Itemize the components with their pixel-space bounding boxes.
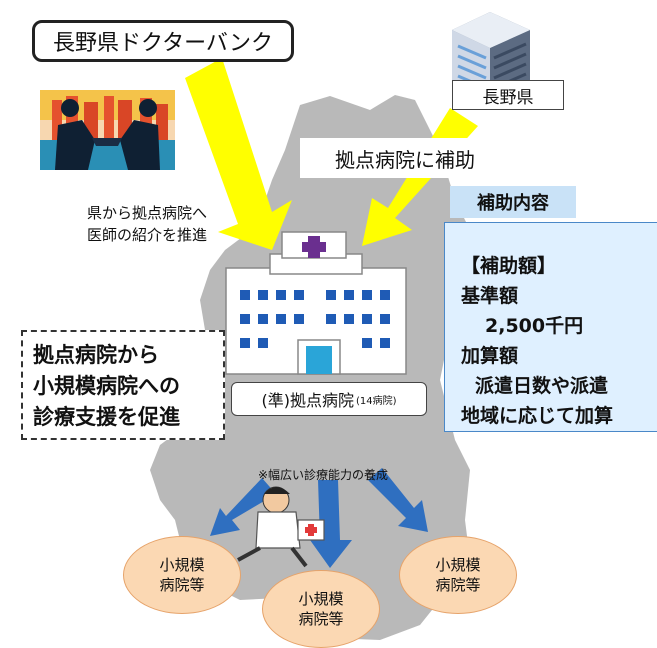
doctor-referral-text: 県から拠点病院へ 医師の紹介を推進 (62, 202, 232, 246)
subsidy-arrow-label: 拠点病院に補助 (300, 138, 510, 178)
small-hospital-right: 小規模 病院等 (399, 536, 517, 614)
training-note: ※幅広い診療能力の養成 (258, 468, 389, 482)
medical-support-promotion-box: 拠点病院から 小規模病院への 診療支援を促進 (21, 330, 225, 440)
arrow-to-small-hospital-right (368, 468, 428, 532)
subsidy-line-base-label: 基準額 (461, 285, 519, 307)
small-hospital-label-2: 病院等 (435, 576, 481, 594)
subsidy-content-panel: 【補助額】 基準額 2,500千円 加算額 派遣日数や派遣 地域に応じて加算 (444, 222, 657, 432)
subsidy-content-tab: 補助内容 (450, 186, 576, 218)
arrow-doctor-bank-to-hospital (185, 58, 292, 250)
promotion-line-2: 小規模病院への (33, 374, 180, 398)
promotion-line-1: 拠点病院から (33, 343, 159, 367)
small-hospital-label-1: 小規模 (435, 556, 481, 574)
subsidy-line-addition-detail-1: 派遣日数や派遣 (475, 375, 609, 397)
subsidy-line-heading: 【補助額】 (461, 255, 557, 277)
small-hospital-label-1: 小規模 (159, 556, 205, 574)
running-doctor-icon (237, 486, 325, 568)
small-hospital-center: 小規模 病院等 (262, 570, 380, 648)
hub-hospital-name: (準)拠点病院 (261, 391, 354, 410)
small-hospital-label-2: 病院等 (298, 610, 344, 628)
hub-hospital-label: (準)拠点病院 (14病院) (231, 382, 427, 416)
subsidy-line-addition-label: 加算額 (461, 345, 519, 367)
hub-hospital-count: (14病院) (355, 395, 397, 407)
arrow-to-small-hospital-left (210, 478, 276, 536)
promotion-line-3: 診療支援を促進 (33, 405, 180, 429)
small-hospital-label-1: 小規模 (298, 590, 344, 608)
handshake-illustration (40, 90, 175, 170)
blue-arrows (210, 468, 428, 568)
hospital-icon (225, 231, 407, 375)
doctor-referral-line-1: 県から拠点病院へ (86, 204, 207, 222)
subsidy-line-base-amount: 2,500千円 (485, 315, 584, 337)
arrow-to-small-hospital-center (310, 480, 352, 568)
prefecture-label: 長野県 (452, 80, 564, 110)
doctor-referral-line-2: 医師の紹介を推進 (86, 226, 207, 244)
small-hospital-label-2: 病院等 (159, 576, 205, 594)
small-hospital-left: 小規模 病院等 (123, 536, 241, 614)
subsidy-line-addition-detail-2: 地域に応じて加算 (461, 405, 614, 427)
doctor-bank-label: 長野県ドクターバンク (32, 20, 294, 62)
